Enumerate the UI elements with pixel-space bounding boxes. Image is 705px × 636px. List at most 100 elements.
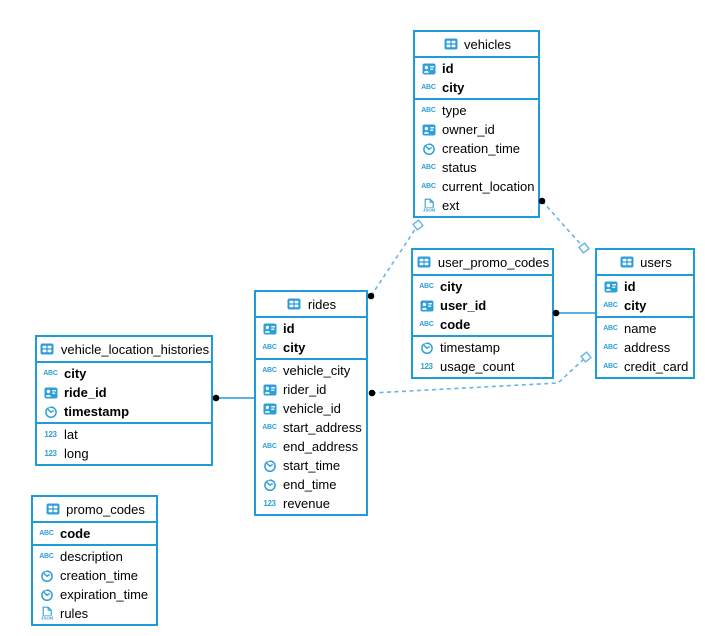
table-header[interactable]: vehicles [415, 32, 538, 58]
column-name: timestamp [440, 340, 500, 355]
column-row-timestamp[interactable]: timestamp [37, 402, 211, 421]
column-name: revenue [283, 496, 330, 511]
column-row-current_location[interactable]: ABC current_location [415, 177, 538, 196]
column-row-expiration_time[interactable]: expiration_time [33, 585, 156, 604]
clock-type-icon [38, 587, 55, 602]
abc-text-type-icon: ABC [421, 183, 436, 190]
clock-type-icon [261, 477, 278, 492]
123-number-type-icon: 123 [44, 429, 57, 439]
column-name: vehicle_city [283, 363, 351, 378]
123-number-type-icon: 123 [420, 361, 433, 371]
column-row-creation_time[interactable]: creation_time [415, 139, 538, 158]
table-header[interactable]: vehicle_location_histories [37, 337, 211, 363]
column-name: vehicle_id [283, 401, 341, 416]
relation-endpoint-dot [367, 292, 375, 300]
column-name: code [60, 526, 91, 541]
column-row-user_id[interactable]: user_id [413, 296, 552, 315]
table-icon [416, 255, 433, 270]
column-name: id [624, 279, 636, 294]
column-row-lat[interactable]: 123 lat [37, 425, 211, 444]
table-header[interactable]: user_promo_codes [413, 250, 552, 276]
svg-text:JSON: JSON [422, 208, 435, 213]
column-row-ride_id[interactable]: ride_id [37, 383, 211, 402]
column-row-start_time[interactable]: start_time [256, 456, 366, 475]
column-name: start_address [283, 420, 362, 435]
column-row-rider_id[interactable]: rider_id [256, 380, 366, 399]
table-icon [39, 342, 56, 357]
column-name: city [442, 80, 465, 95]
column-name: name [624, 321, 657, 336]
clock-type-icon [38, 568, 55, 583]
column-row-id[interactable]: id [597, 277, 693, 296]
column-name: creation_time [442, 141, 521, 156]
column-row-city[interactable]: ABC city [415, 78, 538, 97]
column-name: city [624, 298, 647, 313]
123-number-type-icon: 123 [44, 448, 57, 458]
abc-text-type-icon: ABC [262, 424, 277, 431]
table-header[interactable]: rides [256, 292, 366, 318]
column-row-timestamp[interactable]: timestamp [413, 338, 552, 357]
column-row-owner_id[interactable]: owner_id [415, 120, 538, 139]
column-row-id[interactable]: id [415, 59, 538, 78]
table-icon [618, 255, 635, 270]
clock-type-icon [42, 404, 59, 419]
abc-text-type-icon: ABC [421, 84, 436, 91]
abc-text-type-icon: ABC [39, 530, 54, 537]
column-row-creation_time[interactable]: creation_time [33, 566, 156, 585]
abc-text-type-icon: ABC [603, 325, 618, 332]
primary-key-section: ABC code [33, 523, 156, 544]
column-name: ext [442, 198, 460, 213]
column-name: city [64, 366, 87, 381]
column-name: code [440, 317, 471, 332]
column-row-start_address[interactable]: ABC start_address [256, 418, 366, 437]
table-header[interactable]: promo_codes [33, 497, 156, 523]
column-row-ext[interactable]: JSON ext [415, 196, 538, 215]
id-badge-type-icon [420, 122, 437, 137]
abc-text-type-icon: ABC [262, 443, 277, 450]
column-row-vehicle_city[interactable]: ABC vehicle_city [256, 361, 366, 380]
column-row-end_address[interactable]: ABC end_address [256, 437, 366, 456]
column-name: ride_id [64, 385, 107, 400]
column-row-id[interactable]: id [256, 319, 366, 338]
column-row-vehicle_id[interactable]: vehicle_id [256, 399, 366, 418]
column-name: end_address [283, 439, 359, 454]
column-row-code[interactable]: ABC code [33, 524, 156, 543]
abc-text-type-icon: ABC [262, 367, 277, 374]
column-name: current_location [442, 179, 535, 194]
column-name: lat [64, 427, 78, 442]
table-header[interactable]: users [597, 250, 693, 276]
table-name: promo_codes [66, 501, 145, 517]
abc-text-type-icon: ABC [603, 363, 618, 370]
id-badge-type-icon [42, 385, 59, 400]
column-row-name[interactable]: ABC name [597, 319, 693, 338]
column-row-end_time[interactable]: end_time [256, 475, 366, 494]
